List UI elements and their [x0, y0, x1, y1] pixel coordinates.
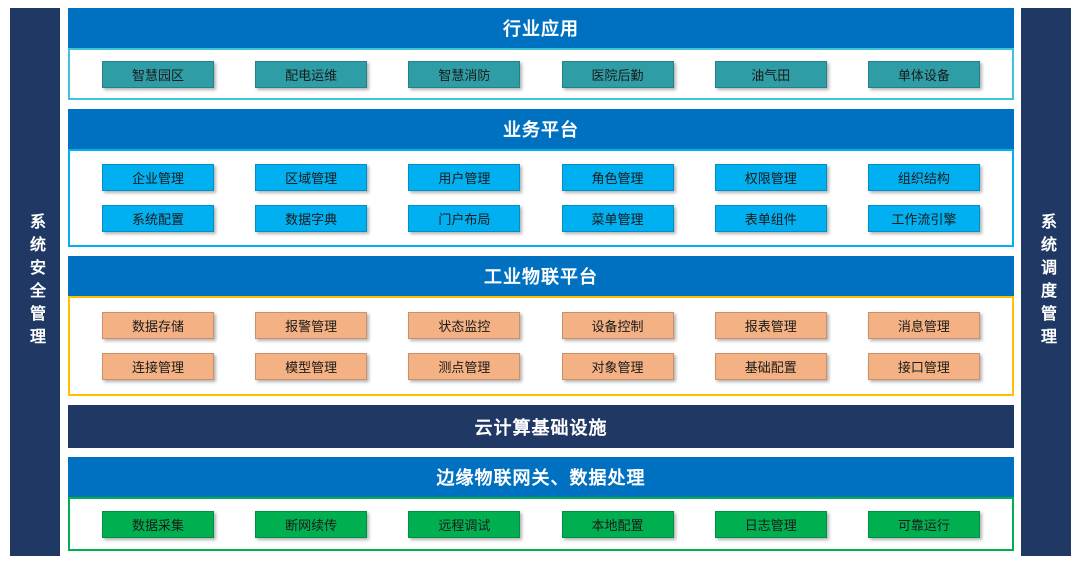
- iot-module-box: 报表管理: [714, 312, 827, 339]
- section-industry-apps-title: 行业应用: [68, 8, 1014, 48]
- business-module-box: 门户布局: [408, 204, 521, 232]
- sidebar-system-dispatch-label: 系统调度管理: [1038, 213, 1055, 351]
- business-module-box: 权限管理: [714, 164, 827, 192]
- business-module-box: 系统配置: [102, 204, 214, 232]
- sidebar-system-security: 系统安全管理: [10, 8, 60, 556]
- business-row-2: 系统配置 数据字典 门户布局 菜单管理 表单组件 工作流引擎: [70, 204, 1012, 232]
- industry-module-box: 配电运维: [255, 60, 368, 88]
- edge-module-box: 本地配置: [561, 510, 674, 538]
- layer-stack: 行业应用 智慧园区 配电运维 智慧消防 医院后勤 油气田 单体设备 业务平台 企…: [68, 8, 1014, 551]
- edge-module-box: 数据采集: [102, 510, 214, 538]
- section-industry-apps-body: 智慧园区 配电运维 智慧消防 医院后勤 油气田 单体设备: [68, 48, 1014, 100]
- iot-row-2: 连接管理 模型管理 测点管理 对象管理 基础配置 接口管理: [70, 353, 1012, 380]
- section-edge-gateway-body: 数据采集 断网续传 远程调试 本地配置 日志管理 可靠运行: [68, 497, 1014, 551]
- section-edge-gateway: 边缘物联网关、数据处理 数据采集 断网续传 远程调试 本地配置 日志管理 可靠运…: [68, 457, 1014, 551]
- business-module-box: 企业管理: [102, 164, 214, 192]
- iot-row-1: 数据存储 报警管理 状态监控 设备控制 报表管理 消息管理: [70, 312, 1012, 339]
- iot-module-box: 数据存储: [102, 312, 214, 339]
- section-industrial-iot-body: 数据存储 报警管理 状态监控 设备控制 报表管理 消息管理 连接管理 模型管理 …: [68, 296, 1014, 396]
- iot-module-box: 消息管理: [867, 312, 980, 339]
- iot-module-box: 连接管理: [102, 353, 214, 380]
- edge-module-box: 可靠运行: [867, 510, 980, 538]
- industry-apps-row: 智慧园区 配电运维 智慧消防 医院后勤 油气田 单体设备: [70, 60, 1012, 88]
- business-module-box: 工作流引擎: [867, 204, 980, 232]
- edge-module-box: 远程调试: [408, 510, 521, 538]
- section-industrial-iot-title: 工业物联平台: [68, 256, 1014, 296]
- section-industry-apps: 行业应用 智慧园区 配电运维 智慧消防 医院后勤 油气田 单体设备: [68, 8, 1014, 100]
- section-edge-gateway-title: 边缘物联网关、数据处理: [68, 457, 1014, 497]
- section-business-platform-title: 业务平台: [68, 109, 1014, 149]
- section-cloud-infrastructure-title: 云计算基础设施: [68, 405, 1014, 448]
- business-module-box: 角色管理: [561, 164, 674, 192]
- business-module-box: 数据字典: [255, 204, 368, 232]
- section-cloud-infrastructure: 云计算基础设施: [68, 405, 1014, 448]
- business-module-box: 区域管理: [255, 164, 368, 192]
- section-business-platform-body: 企业管理 区域管理 用户管理 角色管理 权限管理 组织结构 系统配置 数据字典 …: [68, 149, 1014, 247]
- iot-module-box: 测点管理: [408, 353, 521, 380]
- business-module-box: 表单组件: [714, 204, 827, 232]
- business-module-box: 组织结构: [867, 164, 980, 192]
- industry-module-box: 油气田: [714, 60, 827, 88]
- business-module-box: 用户管理: [408, 164, 521, 192]
- sidebar-system-security-label: 系统安全管理: [27, 213, 44, 351]
- sidebar-system-dispatch: 系统调度管理: [1021, 8, 1071, 556]
- iot-module-box: 模型管理: [255, 353, 368, 380]
- iot-module-box: 设备控制: [561, 312, 674, 339]
- industry-module-box: 智慧消防: [408, 60, 521, 88]
- section-business-platform: 业务平台 企业管理 区域管理 用户管理 角色管理 权限管理 组织结构 系统配置 …: [68, 109, 1014, 247]
- industry-module-box: 智慧园区: [102, 60, 214, 88]
- iot-module-box: 对象管理: [561, 353, 674, 380]
- industry-module-box: 医院后勤: [561, 60, 674, 88]
- industry-module-box: 单体设备: [867, 60, 980, 88]
- iot-module-box: 状态监控: [408, 312, 521, 339]
- business-module-box: 菜单管理: [561, 204, 674, 232]
- section-industrial-iot: 工业物联平台 数据存储 报警管理 状态监控 设备控制 报表管理 消息管理 连接管…: [68, 256, 1014, 396]
- iot-module-box: 基础配置: [714, 353, 827, 380]
- iot-module-box: 报警管理: [255, 312, 368, 339]
- edge-module-box: 断网续传: [255, 510, 368, 538]
- edge-row: 数据采集 断网续传 远程调试 本地配置 日志管理 可靠运行: [70, 510, 1012, 538]
- business-row-1: 企业管理 区域管理 用户管理 角色管理 权限管理 组织结构: [70, 164, 1012, 192]
- edge-module-box: 日志管理: [714, 510, 827, 538]
- iot-module-box: 接口管理: [867, 353, 980, 380]
